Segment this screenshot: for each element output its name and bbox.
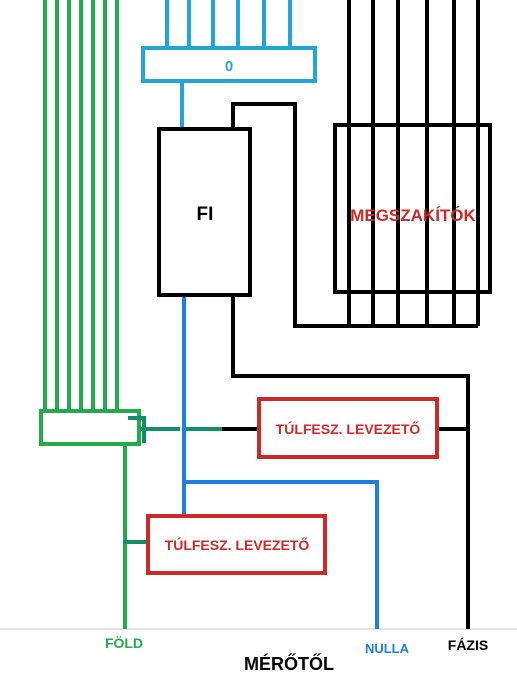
rcd-label: FI (197, 204, 214, 225)
phase-label: FÁZIS (448, 637, 488, 653)
breaker-dividers (347, 125, 480, 292)
neutral-wires-top (165, 0, 292, 129)
phase-wires (222, 0, 480, 629)
surge-arrester-lower-label: TÚLFESZ. LEVEZETŐ (165, 536, 310, 553)
meter-label: MÉRŐTŐL (244, 653, 334, 674)
neutral-bar-label: 0 (225, 58, 233, 75)
breakers-label: MEGSZAKÍTÓK (350, 206, 476, 225)
rcd-box (157, 127, 252, 297)
neutral-bar (141, 46, 317, 83)
earth-bar (39, 409, 141, 446)
surge-arrester-upper-label: TÚLFESZ. LEVEZETŐ (276, 420, 421, 437)
neutral-label: NULLA (365, 641, 410, 656)
breakers-block (333, 123, 492, 294)
neutral-wires (182, 295, 379, 629)
earth-label: FÖLD (105, 635, 143, 651)
surge-arrester-lower (146, 514, 327, 575)
surge-arrester-upper (257, 397, 439, 459)
earth-bar-connectors (128, 416, 222, 443)
earth-wires (43, 0, 119, 412)
